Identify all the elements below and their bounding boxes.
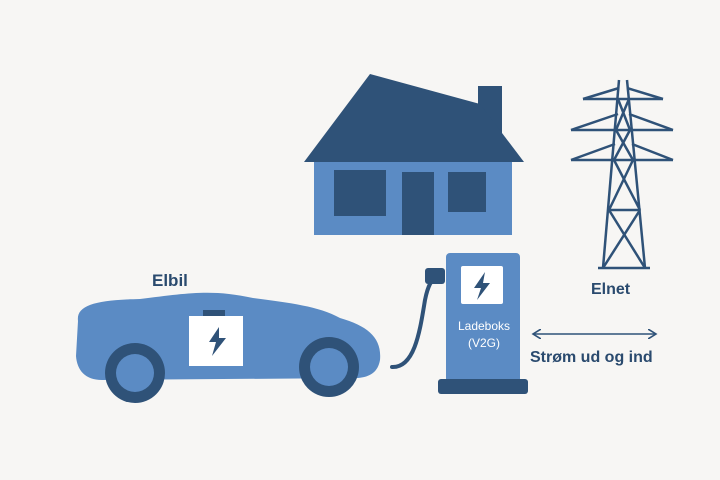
- lightning-bolt-icon: [474, 272, 490, 300]
- charger-label-line2: (V2G): [467, 336, 500, 350]
- car-label: Elbil: [152, 271, 188, 290]
- charging-station-icon: [390, 253, 528, 394]
- flow-label: Strøm ud og ind: [530, 349, 653, 366]
- grid-label: Elnet: [591, 281, 631, 298]
- battery-icon: [189, 310, 243, 366]
- charger-label-line1: Ladeboks: [457, 319, 511, 333]
- power-pylon-icon: [570, 79, 674, 270]
- lightning-bolt-icon: [209, 327, 226, 356]
- house-icon: [304, 74, 524, 235]
- charger-label: Ladeboks (V2G): [449, 318, 519, 352]
- electric-car-icon: [76, 292, 381, 403]
